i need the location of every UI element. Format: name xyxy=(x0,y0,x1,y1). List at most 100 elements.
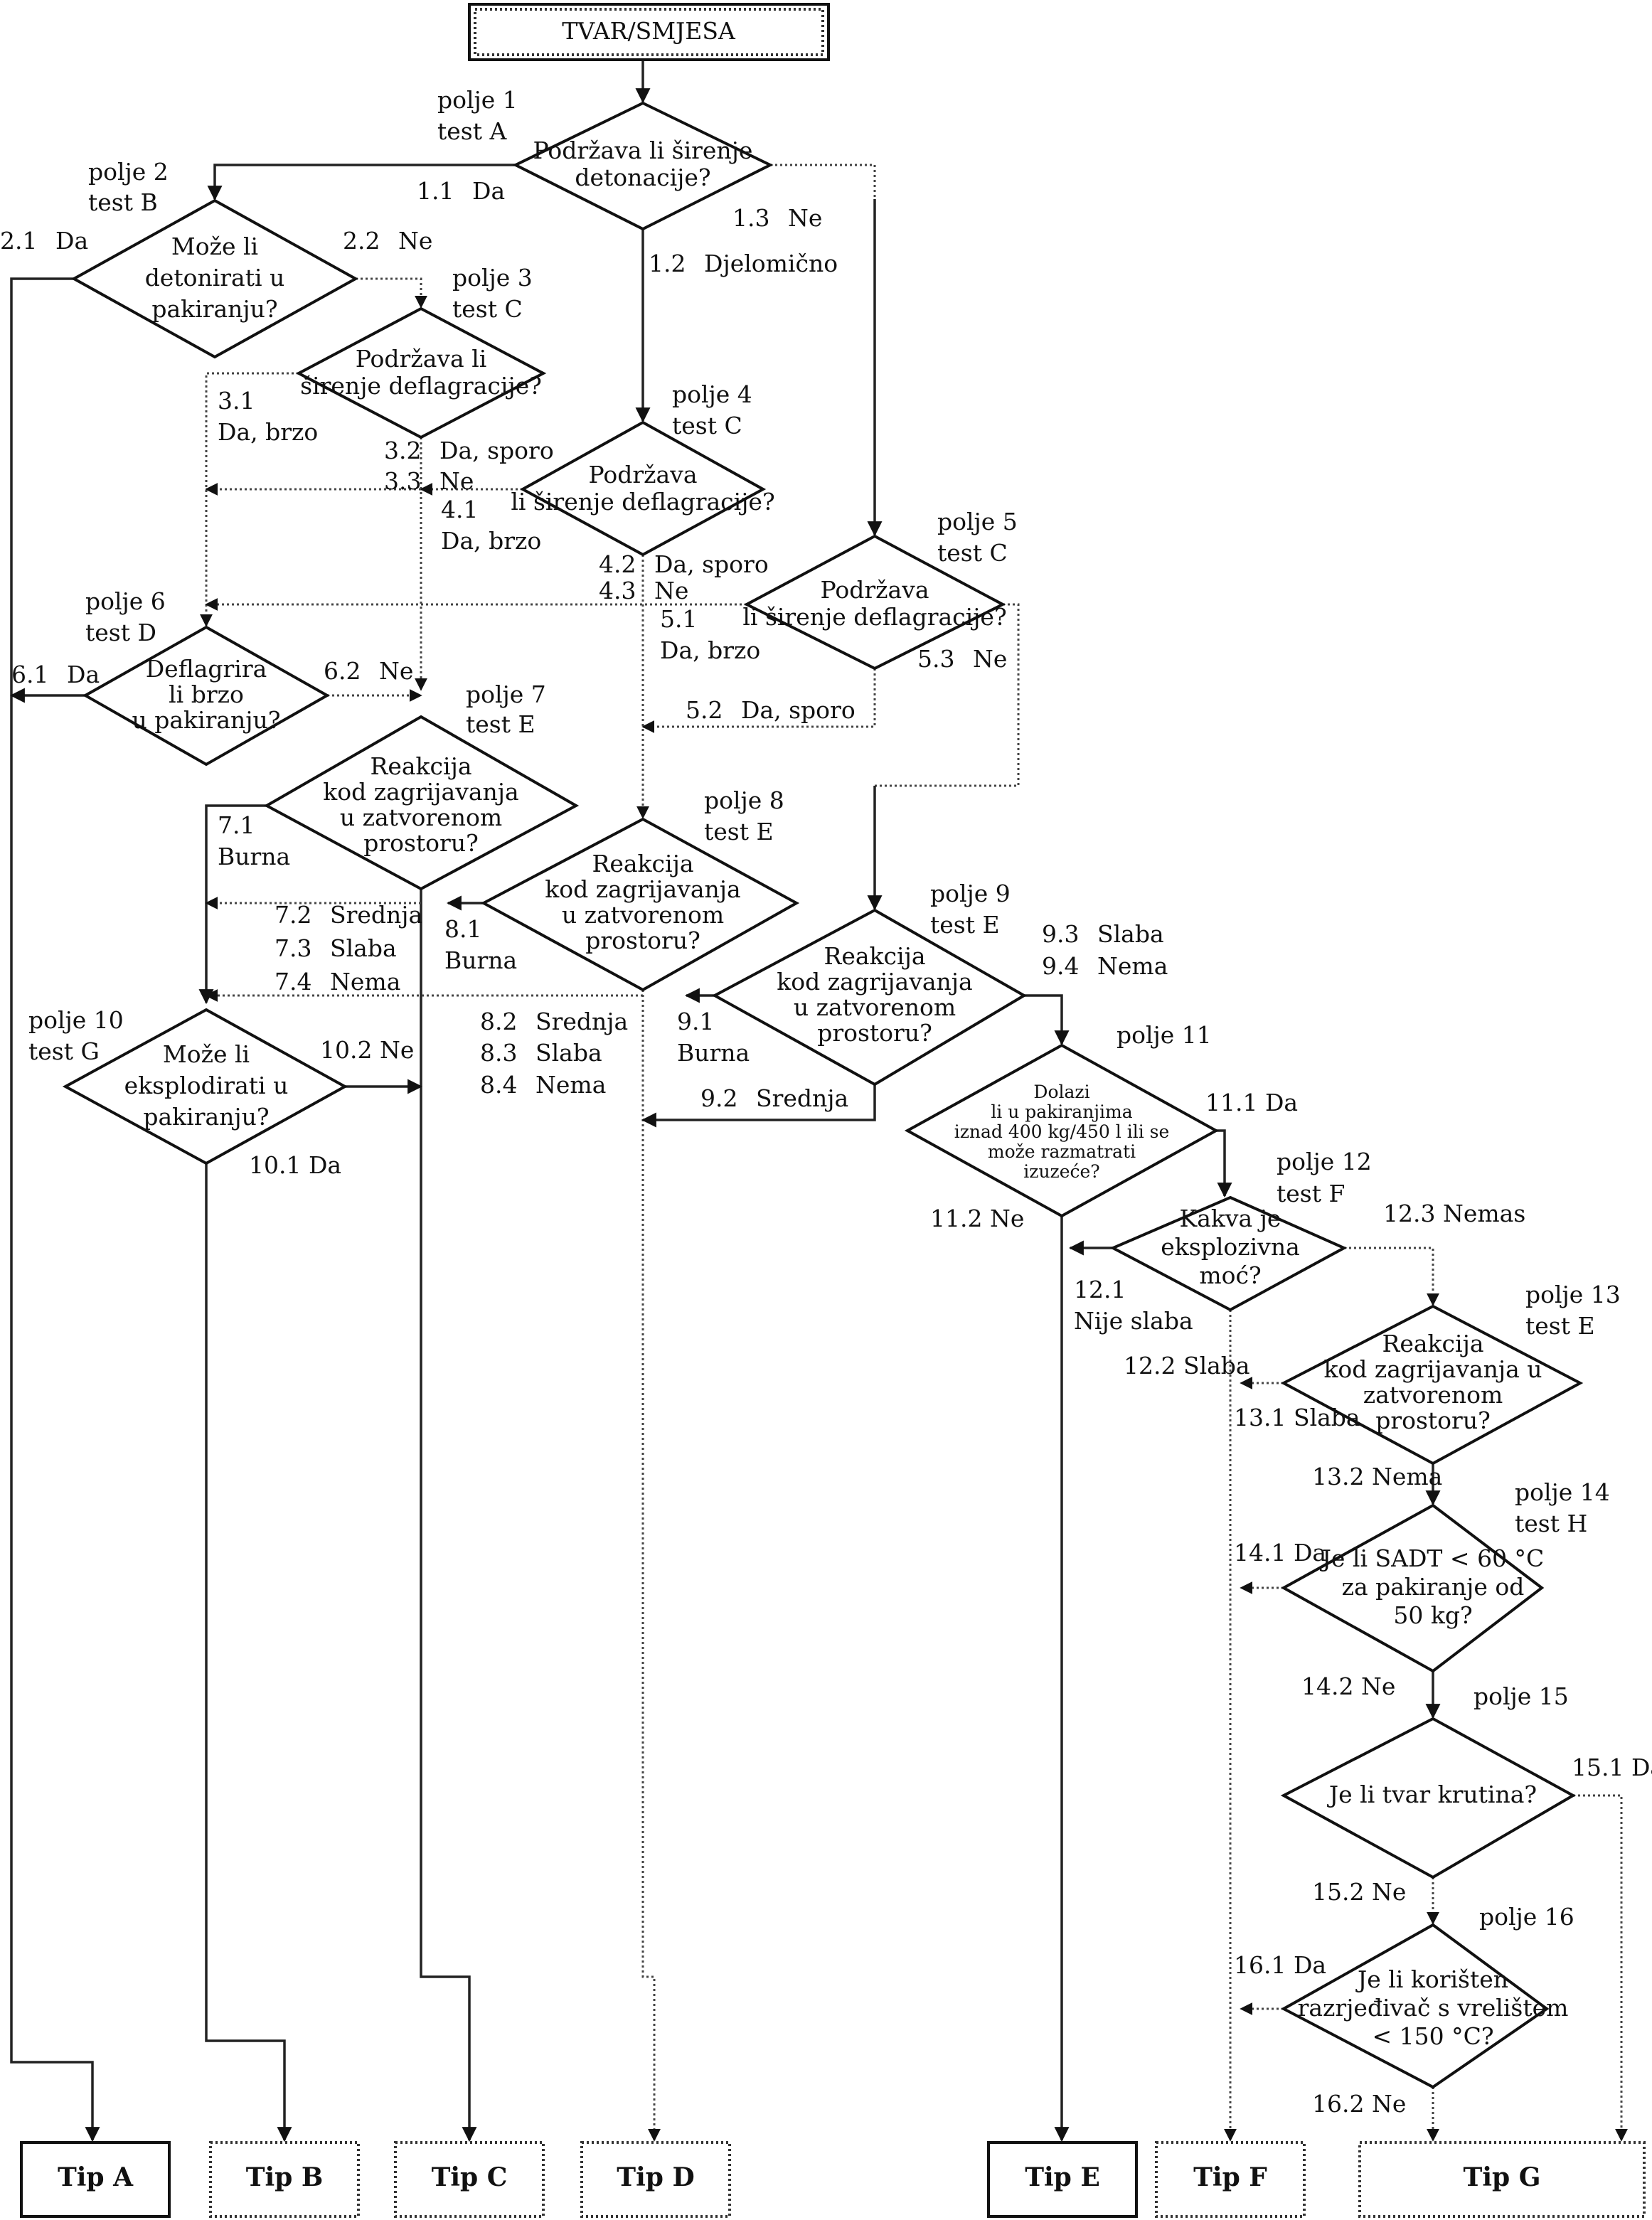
answer-label-a4-1-number: 4.1 xyxy=(441,496,478,523)
connector xyxy=(420,889,477,2142)
answer-label-a1-2-number: 1.2 xyxy=(649,250,686,277)
answer-label-a6-1-text: Da xyxy=(67,661,100,688)
field-label-2: polje 2 xyxy=(88,158,169,186)
answer-label-a6-1-number: 6.1 xyxy=(11,661,48,688)
question-text-6: u pakiranju? xyxy=(132,706,281,734)
question-text-10: pakiranju? xyxy=(143,1103,269,1131)
question-text-4: li širenje deflagracije? xyxy=(511,488,774,516)
connector xyxy=(198,804,267,1005)
test-label-12: test F xyxy=(1277,1180,1345,1207)
question-text-9: u zatvorenom xyxy=(794,993,956,1021)
answer-label-a7-2-text: Srednja xyxy=(330,901,422,929)
answer-label-a8-4-text: Nema xyxy=(535,1071,606,1099)
answer-label-a2-1-text: Da xyxy=(55,227,88,255)
field-label-9: polje 9 xyxy=(930,880,1011,907)
answer-label-a16-2: 16.2 Ne xyxy=(1312,2090,1406,2118)
answer-label-a12-2: 12.2 Slaba xyxy=(1124,1352,1250,1380)
answer-label-a8-4-number: 8.4 xyxy=(480,1071,517,1099)
decision-nodes xyxy=(62,101,1584,2089)
question-text-5: Podržava xyxy=(820,576,929,604)
outcome-label-tip-c: Tip C xyxy=(432,2162,508,2192)
outcome-box-tip-b xyxy=(209,2141,360,2218)
field-label-1: polje 1 xyxy=(437,86,518,114)
connector xyxy=(207,164,516,201)
test-label-6: test D xyxy=(85,619,156,646)
question-text-11: izuzeće? xyxy=(1023,1161,1099,1182)
test-label-3: test C xyxy=(452,295,523,323)
diamond-14 xyxy=(1280,1503,1545,1673)
answer-label-a6-2-text: Ne xyxy=(379,657,413,685)
connector xyxy=(1216,1129,1232,1198)
test-label-13: test E xyxy=(1525,1312,1595,1340)
question-text-11: može razmatrati xyxy=(988,1141,1136,1162)
start-box xyxy=(468,3,830,61)
question-text-10: eksplodirati u xyxy=(124,1072,289,1099)
question-text-2: Može li xyxy=(171,233,258,260)
diamond-7 xyxy=(263,715,580,891)
test-label-4: test C xyxy=(672,412,742,439)
question-text-13: prostoru? xyxy=(1375,1407,1491,1434)
answer-label-a4-2-number: 4.2 xyxy=(599,550,636,578)
field-label-15: polje 15 xyxy=(1474,1682,1569,1710)
test-label-1: test A xyxy=(437,117,507,145)
answer-label-a7-3-number: 7.3 xyxy=(275,934,311,962)
question-text-15: Je li tvar krutina? xyxy=(1327,1781,1537,1808)
answer-label-a4-2-text: Da, sporo xyxy=(654,550,769,578)
field-label-8: polje 8 xyxy=(704,786,784,814)
field-label-14: polje 14 xyxy=(1515,1478,1610,1506)
connector xyxy=(1024,994,1070,1046)
question-text-12: moć? xyxy=(1199,1261,1261,1289)
answer-label-a2-1-number: 2.1 xyxy=(0,227,37,255)
question-text-4: Podržava xyxy=(588,461,697,489)
question-text-13: zatvorenom xyxy=(1363,1381,1503,1409)
outcome-label-tip-g: Tip G xyxy=(1464,2162,1541,2192)
outcome-box-tip-c xyxy=(394,2141,545,2218)
test-label-10: test G xyxy=(28,1037,100,1065)
answer-label-a7-1-number: 7.1 xyxy=(218,811,255,839)
answer-label-a12-1-number: 12.1 xyxy=(1074,1276,1126,1303)
outcome-label-tip-a: Tip A xyxy=(58,2162,134,2192)
diamond-8 xyxy=(480,817,800,992)
outcome-label-tip-d: Tip D xyxy=(617,2162,694,2192)
answer-label-a5-1-number: 5.1 xyxy=(660,605,697,633)
answer-label-a2-2-text: Ne xyxy=(398,227,432,255)
connector xyxy=(356,277,427,309)
question-text-7: kod zagrijavanja xyxy=(323,778,518,806)
question-text-7: Reakcija xyxy=(371,752,472,780)
answer-label-a16-1: 16.1 Da xyxy=(1234,1951,1326,1979)
field-labels: polje 1 test A polje 2 test B polje 3 te… xyxy=(28,86,1621,1931)
answer-label-a9-1-text: Burna xyxy=(677,1039,750,1067)
question-text-16: < 150 °C? xyxy=(1372,2022,1493,2050)
question-text-8: kod zagrijavanja xyxy=(545,875,740,903)
field-label-16: polje 16 xyxy=(1479,1903,1574,1931)
test-label-5: test C xyxy=(937,539,1008,567)
test-label-8: test E xyxy=(704,818,774,845)
answer-label-a1-1-text: Da xyxy=(472,177,505,205)
answer-label-a9-3-text: Slaba xyxy=(1097,920,1164,948)
test-label-14: test H xyxy=(1515,1510,1587,1537)
diamond-15 xyxy=(1280,1717,1577,1879)
question-text-8: prostoru? xyxy=(585,927,700,954)
outcome-boxes: Tip A Tip B Tip C Tip D Tip E Tip F Tip … xyxy=(20,2141,1646,2218)
answer-label-a9-4-number: 9.4 xyxy=(1042,952,1079,980)
answer-label-a14-2: 14.2 Ne xyxy=(1301,1672,1395,1700)
question-text-11: iznad 400 kg/450 l ili se xyxy=(954,1121,1170,1142)
question-text-6: Deflagrira xyxy=(146,655,267,683)
test-label-2: test B xyxy=(88,188,158,216)
question-text-6: li brzo xyxy=(169,681,244,708)
field-label-4: polje 4 xyxy=(672,380,752,408)
diamond-13 xyxy=(1280,1304,1584,1466)
answer-label-a8-3-number: 8.3 xyxy=(480,1039,517,1067)
answer-label-a7-1-text: Burna xyxy=(218,843,290,870)
answer-label-a12-3: 12.3 Nemas xyxy=(1383,1200,1525,1227)
answer-label-a5-2-number: 5.2 xyxy=(686,696,723,724)
question-text-3: širenje deflagracije? xyxy=(300,372,542,400)
outcome-box-tip-d xyxy=(580,2141,731,2218)
connector xyxy=(641,1084,876,1128)
answer-label-a7-3-text: Slaba xyxy=(330,934,397,962)
question-text-8: Reakcija xyxy=(592,850,694,877)
answer-label-a1-1-number: 1.1 xyxy=(417,177,454,205)
diamond-5 xyxy=(743,534,1006,671)
outcome-box-tip-e xyxy=(987,2141,1138,2218)
answer-label-a13-1: 13.1 Slaba xyxy=(1234,1404,1360,1431)
